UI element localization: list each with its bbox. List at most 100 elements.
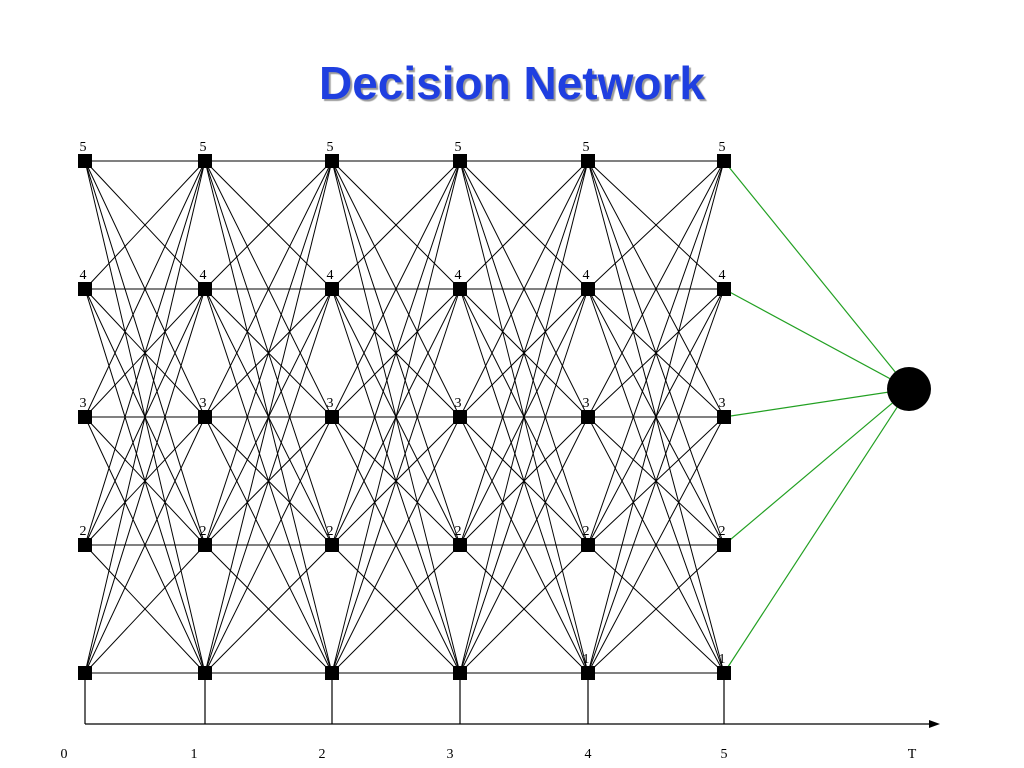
edge-line <box>84 288 206 674</box>
time-axis-label: 2 <box>319 747 326 762</box>
state-node <box>717 666 731 680</box>
state-label: 5 <box>80 140 87 155</box>
state-node <box>325 282 339 296</box>
edge-line <box>587 160 725 674</box>
state-node <box>717 282 731 296</box>
time-axis-label: 5 <box>721 747 728 762</box>
state-label: 2 <box>200 524 207 539</box>
state-node <box>198 282 212 296</box>
nodes-layer <box>78 154 931 680</box>
edge-line <box>587 288 725 674</box>
terminal-edges-layer <box>723 160 910 674</box>
state-label: 3 <box>583 396 590 411</box>
state-node <box>78 154 92 168</box>
state-node <box>325 538 339 552</box>
state-label: 2 <box>583 524 590 539</box>
edge-line <box>587 416 725 674</box>
state-node <box>717 154 731 168</box>
edge-line <box>459 288 589 674</box>
state-label: 5 <box>719 140 726 155</box>
terminal-edge-line <box>723 288 910 390</box>
time-axis-label: 0 <box>61 747 68 762</box>
edge-line <box>459 160 589 674</box>
state-node <box>717 538 731 552</box>
state-node <box>325 154 339 168</box>
state-label: 4 <box>455 268 462 283</box>
edge-line <box>84 160 206 674</box>
state-label: 5 <box>455 140 462 155</box>
state-node <box>453 154 467 168</box>
state-label: 1 <box>719 652 726 667</box>
state-label: 2 <box>327 524 334 539</box>
state-node <box>717 410 731 424</box>
state-label: 4 <box>583 268 590 283</box>
edge-line <box>84 160 206 290</box>
state-node <box>453 538 467 552</box>
edges-layer <box>84 160 725 674</box>
state-node <box>581 538 595 552</box>
edge-line <box>459 160 589 418</box>
state-label: 5 <box>583 140 590 155</box>
edge-line <box>459 160 589 290</box>
edge-line <box>331 160 461 546</box>
edge-line <box>204 544 333 674</box>
edge-line <box>331 160 461 290</box>
state-node <box>453 666 467 680</box>
edge-line <box>331 288 461 674</box>
state-label: 3 <box>80 396 87 411</box>
state-label: 4 <box>327 268 334 283</box>
state-node <box>581 410 595 424</box>
edge-line <box>331 160 461 674</box>
state-label: 5 <box>200 140 207 155</box>
edge-line <box>587 160 725 546</box>
time-axis-label: T <box>908 747 917 762</box>
terminal-edge-line <box>723 160 910 390</box>
state-node <box>581 666 595 680</box>
edge-line <box>204 416 333 674</box>
state-label: 3 <box>200 396 207 411</box>
state-node <box>325 410 339 424</box>
state-node <box>581 154 595 168</box>
time-axis-label: 3 <box>447 747 454 762</box>
state-label: 4 <box>719 268 726 283</box>
time-axis-label: 4 <box>585 747 592 762</box>
state-label: 4 <box>80 268 87 283</box>
state-node <box>78 282 92 296</box>
time-axis-label: 1 <box>191 747 198 762</box>
state-node <box>78 666 92 680</box>
edge-line <box>84 160 206 546</box>
state-node <box>198 154 212 168</box>
state-label: 3 <box>327 396 334 411</box>
edge-line <box>204 160 333 418</box>
edge-line <box>587 160 725 290</box>
time-axis <box>84 673 940 728</box>
state-label: 5 <box>327 140 334 155</box>
state-label: 2 <box>719 524 726 539</box>
state-node <box>198 410 212 424</box>
state-node <box>453 282 467 296</box>
terminal-edge-line <box>723 388 910 546</box>
state-node <box>581 282 595 296</box>
state-label: 3 <box>719 396 726 411</box>
state-node <box>198 666 212 680</box>
state-node <box>198 538 212 552</box>
state-node <box>78 410 92 424</box>
edge-line <box>459 416 589 674</box>
state-label: 1 <box>583 652 590 667</box>
edge-line <box>459 544 589 674</box>
edge-line <box>204 160 333 546</box>
terminal-edge-line <box>723 388 910 418</box>
edge-line <box>204 288 333 674</box>
state-label: 2 <box>80 524 87 539</box>
edge-line <box>204 160 333 290</box>
state-node <box>325 666 339 680</box>
edge-line <box>84 544 206 674</box>
edge-line <box>204 160 333 674</box>
state-node <box>78 538 92 552</box>
axis-arrow-icon <box>929 720 940 728</box>
edge-line <box>459 160 589 546</box>
edge-line <box>587 544 725 674</box>
edge-line <box>331 416 461 674</box>
